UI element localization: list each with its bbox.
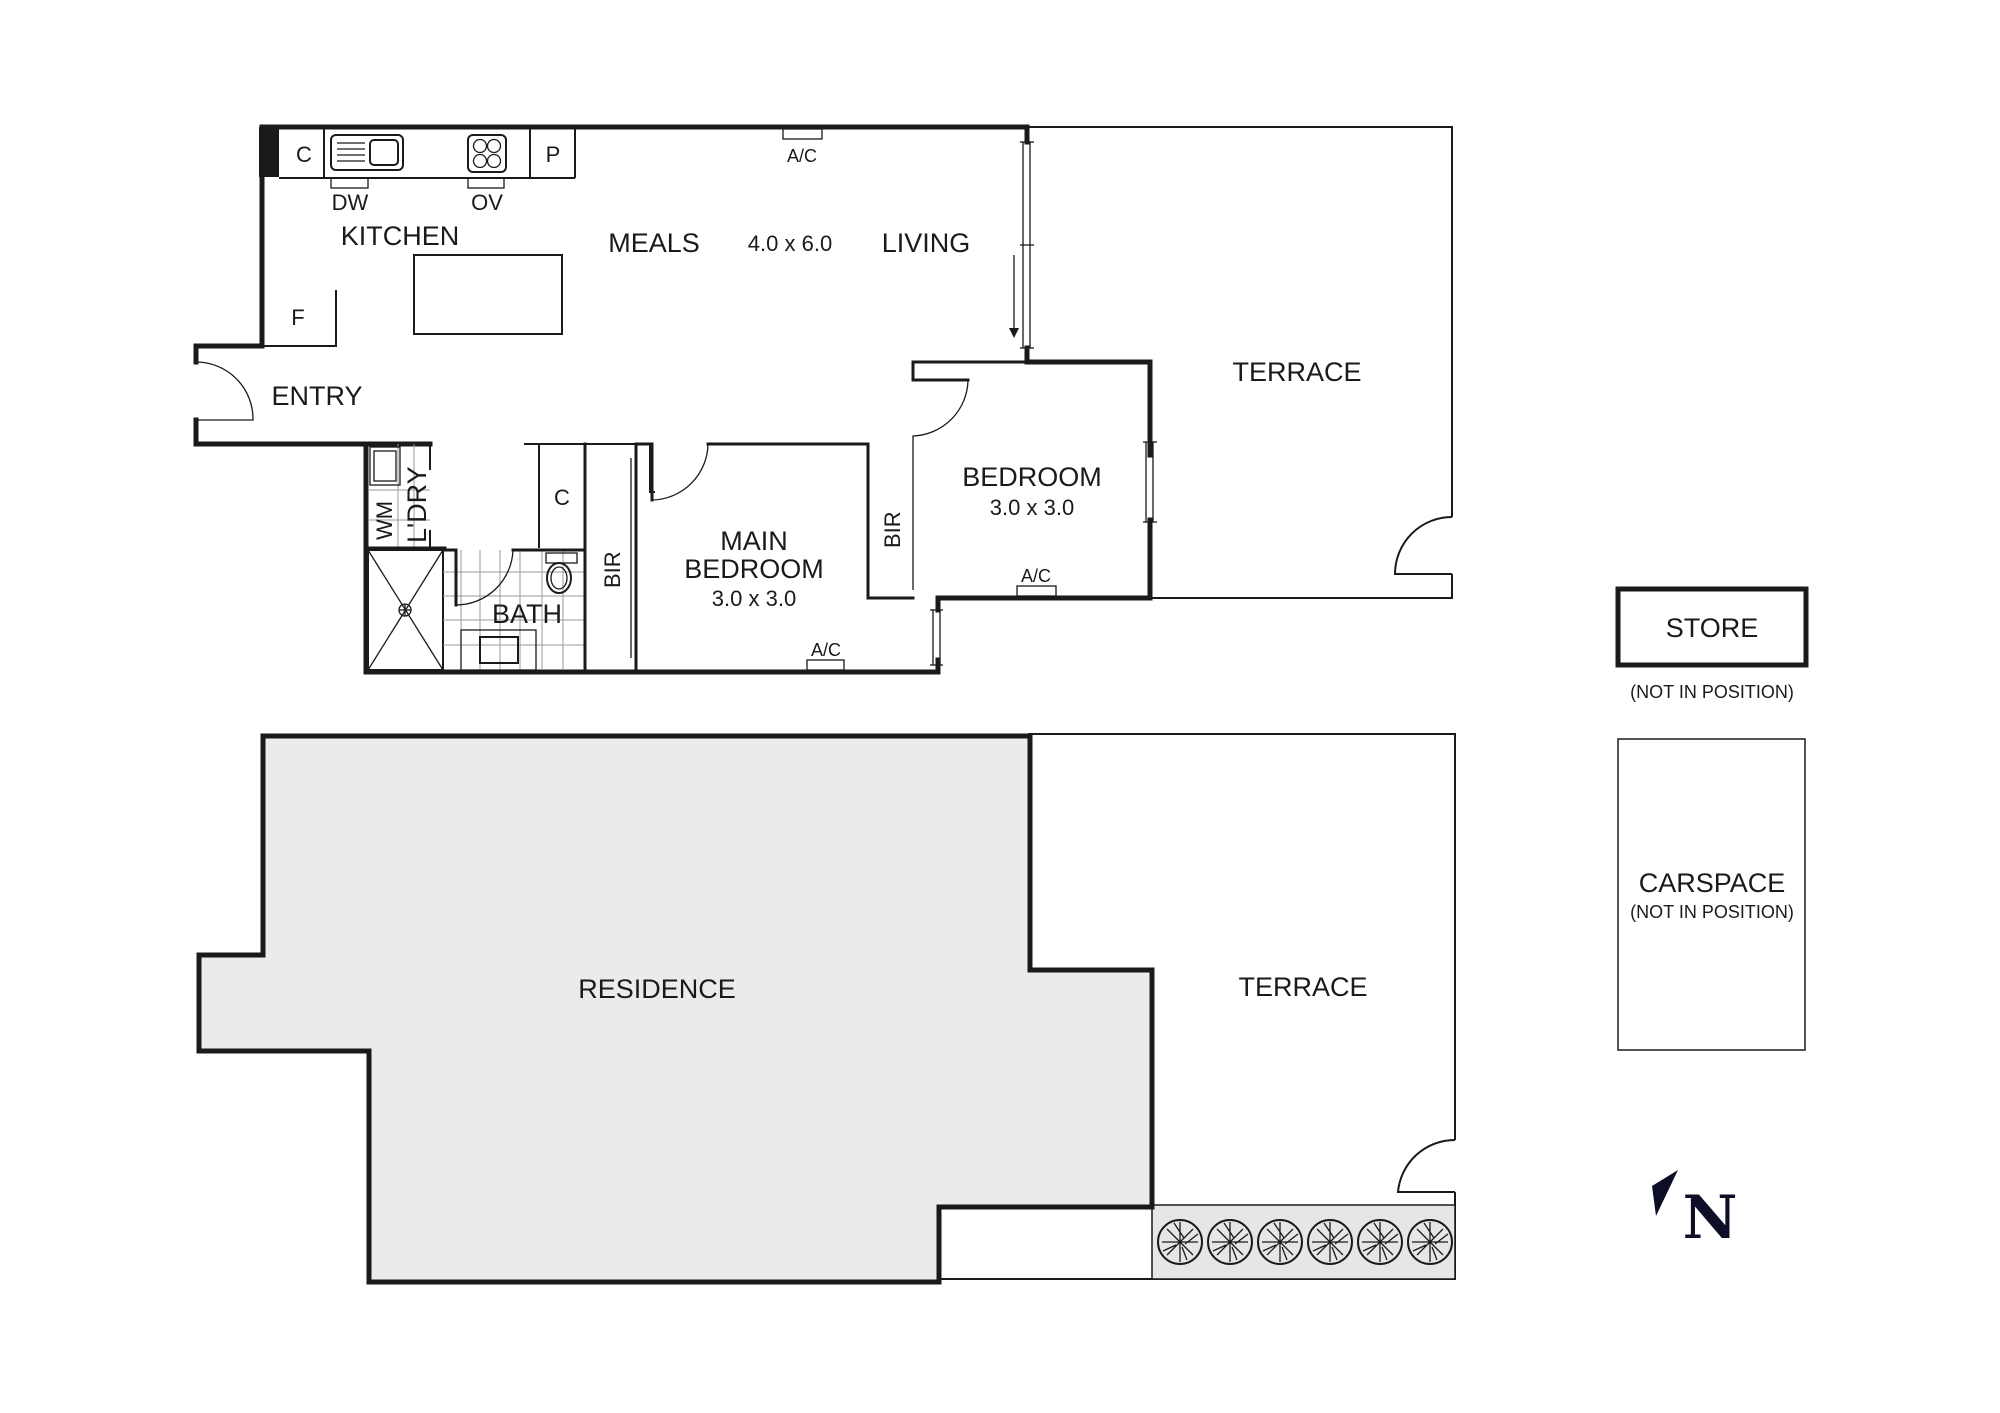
window-main-bedroom [930, 609, 943, 666]
exterior-wall-lower-left [363, 441, 941, 675]
shrub-icon [1207, 1219, 1253, 1265]
label-laundry: L'DRY [402, 466, 432, 543]
upper-level: C P DW OV F A/C KITCHEN MEALS 4.0 x 6.0 … [193, 124, 1453, 675]
washing-machine-icon [369, 446, 401, 486]
north-arrow-icon [1652, 1170, 1678, 1216]
label-bir-bedroom: BIR [880, 511, 905, 548]
bath-wall [443, 548, 458, 607]
lower-level: RESIDENCE TERRACE [196, 733, 1456, 1285]
label-north: N [1683, 1183, 1738, 1253]
store-box [1615, 586, 1809, 668]
label-washing-machine: WM [372, 501, 397, 540]
label-ac-main-bedroom: A/C [811, 640, 841, 660]
label-oven: OV [471, 190, 503, 215]
label-bedroom-dim: 3.0 x 3.0 [990, 495, 1074, 520]
oven-icon [467, 177, 505, 189]
label-main-bedroom-2: BEDROOM [684, 554, 824, 584]
laundry [364, 444, 447, 550]
ac-unit-living-icon [782, 128, 823, 140]
bedroom-door-icon[interactable] [912, 379, 969, 452]
label-main-bedroom-1: MAIN [720, 526, 788, 556]
shrub-icon [1157, 1219, 1203, 1265]
label-bir-main: BIR [600, 551, 625, 588]
label-terrace-lower: TERRACE [1238, 972, 1367, 1002]
main-bedroom-door-icon[interactable] [651, 443, 709, 501]
fridge-space [263, 290, 337, 347]
exterior-wall-entry-bottom [193, 417, 433, 447]
label-cupboard-hall: C [554, 485, 570, 510]
shrub-icon [1307, 1219, 1353, 1265]
label-store: STORE [1666, 613, 1759, 643]
toilet-cistern-icon [545, 552, 578, 564]
shrub-row [1157, 1219, 1453, 1265]
vanity [460, 629, 537, 671]
upper-terrace-gate-icon [1393, 516, 1453, 575]
label-meals-living-dim: 4.0 x 6.0 [748, 231, 832, 256]
basin-icon [479, 636, 519, 664]
kitchen-island [413, 254, 563, 335]
exterior-wall-right-lower [935, 345, 1153, 613]
carspace-box [1617, 738, 1806, 1051]
ac-unit-main-bedroom-icon [806, 659, 845, 671]
label-fridge: F [291, 305, 304, 330]
label-store-note: (NOT IN POSITION) [1630, 682, 1794, 702]
dishwasher-icon [330, 177, 369, 189]
label-residence: RESIDENCE [578, 974, 736, 1004]
north-arrow: N [1652, 1170, 1737, 1253]
label-kitchen: KITCHEN [341, 221, 460, 251]
label-dishwasher: DW [332, 190, 369, 215]
label-main-bedroom-dim: 3.0 x 3.0 [712, 586, 796, 611]
bedroom-wall-top-left [911, 360, 1029, 382]
upper-terrace-outline [1027, 126, 1453, 599]
label-ac-living: A/C [787, 146, 817, 166]
kitchen-bench [279, 129, 576, 189]
cooktop-icon [467, 134, 507, 173]
window-bedroom [1143, 441, 1157, 523]
toilet-icon [546, 562, 572, 594]
label-carspace: CARSPACE [1639, 868, 1786, 898]
label-ac-bedroom: A/C [1021, 566, 1051, 586]
arrow-down-icon [1009, 328, 1019, 338]
exterior-wall-top [259, 124, 1030, 145]
shower [367, 549, 444, 671]
label-pantry: P [546, 142, 561, 167]
label-bath: BATH [492, 599, 562, 629]
main-bedroom-wall-top [634, 442, 915, 600]
shrub-icon [1407, 1219, 1453, 1265]
label-terrace-upper: TERRACE [1232, 357, 1361, 387]
lower-terrace-gate-icon [1396, 1138, 1456, 1193]
store: STORE (NOT IN POSITION) [1615, 586, 1809, 702]
sliding-door-living[interactable] [1009, 141, 1034, 349]
shrub-icon [1357, 1219, 1403, 1265]
entry-door-icon[interactable] [195, 361, 254, 421]
label-living: LIVING [882, 228, 971, 258]
shrub-icon [1257, 1219, 1303, 1265]
label-entry: ENTRY [271, 381, 362, 411]
ac-unit-bedroom-icon [1016, 585, 1057, 597]
label-cupboard-kitchen: C [296, 142, 312, 167]
bath-door-icon[interactable] [455, 549, 514, 606]
exterior-wall-left [193, 124, 265, 365]
carspace: CARSPACE (NOT IN POSITION) [1617, 738, 1806, 1051]
residence-footprint [196, 733, 1155, 1285]
label-carspace-note: (NOT IN POSITION) [1630, 902, 1794, 922]
sink-icon [330, 134, 404, 171]
bath-tiles [443, 550, 585, 670]
wall-block [259, 127, 279, 177]
label-meals: MEALS [608, 228, 700, 258]
label-bedroom: BEDROOM [962, 462, 1102, 492]
